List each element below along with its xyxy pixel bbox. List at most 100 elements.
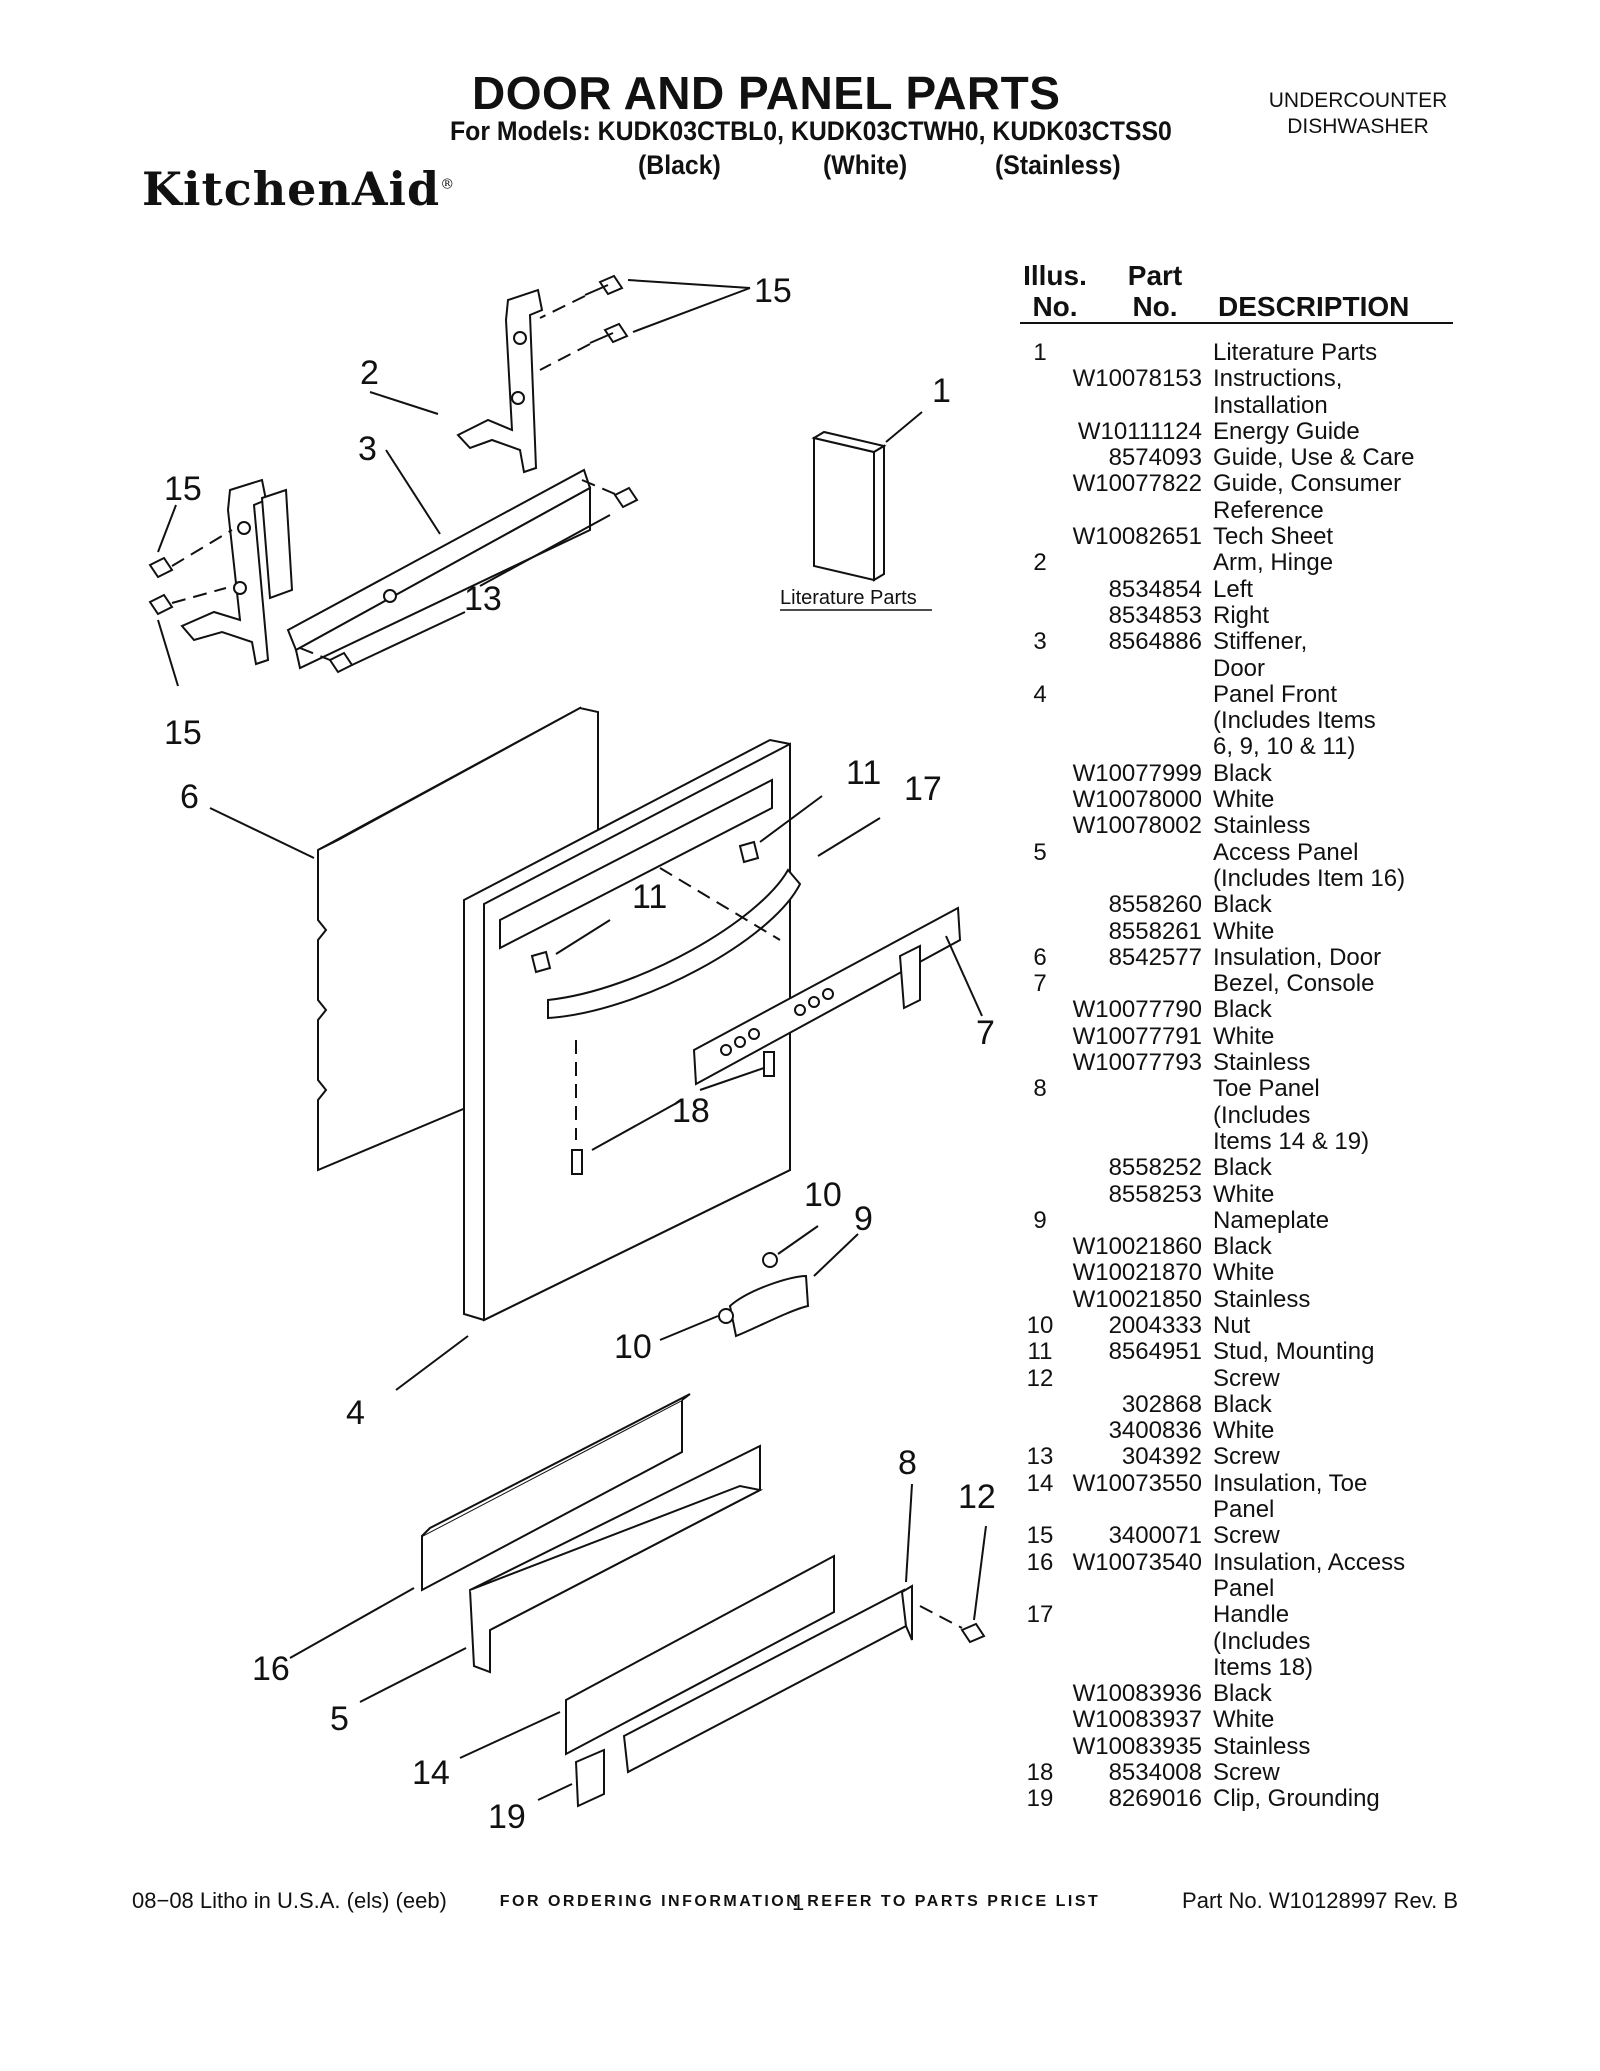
part-description: White	[1213, 1706, 1275, 1734]
part-description: White	[1213, 1180, 1275, 1208]
part-description: Stainless	[1213, 1049, 1311, 1077]
illus-number: 13	[1026, 1443, 1054, 1471]
part-number	[1060, 1366, 1213, 1392]
part-description: Energy Guide	[1213, 417, 1360, 445]
callout-11-lower: 11	[632, 878, 667, 916]
part-description: (Includes Item 16)	[1213, 864, 1406, 892]
color-label-black: (Black)	[638, 150, 721, 180]
part-number: W10078002	[1072, 812, 1202, 840]
hinge-arm-right	[456, 288, 544, 474]
callout-8: 8	[898, 1444, 917, 1482]
illus-number	[1020, 1103, 1060, 1129]
illus-number	[1020, 1655, 1060, 1681]
illus-number: 17	[1026, 1601, 1054, 1629]
parts-row: W10077793 Stainless	[1020, 1049, 1540, 1077]
part-description: Left	[1213, 575, 1254, 603]
part-description: Black	[1213, 1680, 1272, 1708]
product-type: UNDERCOUNTER DISHWASHER	[1258, 88, 1458, 140]
color-label-white: (White)	[823, 150, 908, 180]
illus-number	[1020, 1629, 1060, 1655]
part-description: Items 18)	[1213, 1653, 1314, 1681]
part-description: Panel	[1213, 1496, 1275, 1524]
part-description: Right	[1213, 601, 1270, 629]
part-number: W10111124	[1077, 417, 1202, 445]
illus-number: 5	[1033, 838, 1047, 866]
illus-number	[1020, 656, 1060, 682]
door-stiffener	[286, 468, 592, 670]
part-number: 3400836	[1108, 1417, 1202, 1445]
part-description: Door	[1213, 654, 1266, 682]
callout-5: 5	[330, 1700, 349, 1738]
part-number: 8534853	[1108, 601, 1202, 629]
screw-13-right	[613, 486, 639, 509]
part-description: White	[1213, 917, 1275, 945]
illus-number	[1020, 1050, 1060, 1076]
part-number	[1060, 498, 1213, 524]
part-description: Handle	[1213, 1601, 1290, 1629]
parts-row: Items 18)	[1020, 1653, 1540, 1681]
part-number: 2004333	[1108, 1311, 1202, 1339]
part-description: Instructions,	[1213, 365, 1343, 393]
part-number: 8534008	[1108, 1759, 1202, 1787]
illus-number	[1020, 1182, 1060, 1208]
part-description: Guide, Use & Care	[1213, 444, 1415, 472]
part-description: Insulation, Door	[1213, 943, 1382, 971]
callout-10-upper: 10	[804, 1176, 842, 1214]
color-label-stainless: (Stainless)	[995, 150, 1121, 180]
document-part-number: Part No. W10128997 Rev. B	[1182, 1888, 1458, 1913]
part-number: W10073540	[1072, 1548, 1202, 1576]
mounting-stud-right	[738, 840, 760, 864]
grounding-clip	[574, 1748, 605, 1808]
parts-row: (Includes	[1020, 1627, 1540, 1655]
callout-2: 2	[360, 354, 379, 392]
part-description: Literature Parts	[1213, 339, 1378, 366]
part-number: 302868	[1121, 1390, 1202, 1418]
illus-number	[1020, 1707, 1060, 1733]
part-number	[1060, 1076, 1213, 1102]
part-number: 304392	[1121, 1443, 1202, 1471]
part-number	[1060, 1103, 1213, 1129]
part-description: Stud, Mounting	[1213, 1338, 1375, 1366]
illus-number	[1020, 1734, 1060, 1760]
part-number: W10082651	[1072, 523, 1202, 551]
callout-19: 19	[488, 1798, 526, 1836]
illus-number: 7	[1033, 970, 1047, 998]
part-number: W10077793	[1072, 1049, 1202, 1077]
ordering-note: FOR ORDERING INFORMATION REFER TO PARTS …	[499, 1893, 1101, 1910]
callout-14: 14	[412, 1754, 450, 1792]
part-number: W10077999	[1072, 759, 1202, 787]
toe-panel-insulation	[565, 1554, 835, 1756]
part-description: (Includes	[1213, 1627, 1311, 1655]
part-description: Stiffener,	[1213, 628, 1308, 656]
callout-13: 13	[464, 580, 502, 618]
part-number: W10078153	[1072, 365, 1202, 393]
part-number	[1060, 1129, 1213, 1155]
page-title: DOOR AND PANEL PARTS	[472, 67, 1061, 119]
screw-15-left-b	[148, 593, 174, 616]
callout-10-lower: 10	[614, 1328, 652, 1366]
screw-13-left	[328, 651, 354, 674]
illus-number: 8	[1033, 1075, 1047, 1103]
part-number	[1060, 708, 1213, 734]
brand-logo-text: KitchenAid	[142, 162, 441, 216]
part-number	[1060, 340, 1213, 366]
illus-number: 19	[1026, 1785, 1054, 1813]
parts-row: Installation	[1020, 392, 1540, 419]
part-description: Nameplate	[1213, 1206, 1330, 1234]
part-description: Stainless	[1213, 1732, 1311, 1760]
